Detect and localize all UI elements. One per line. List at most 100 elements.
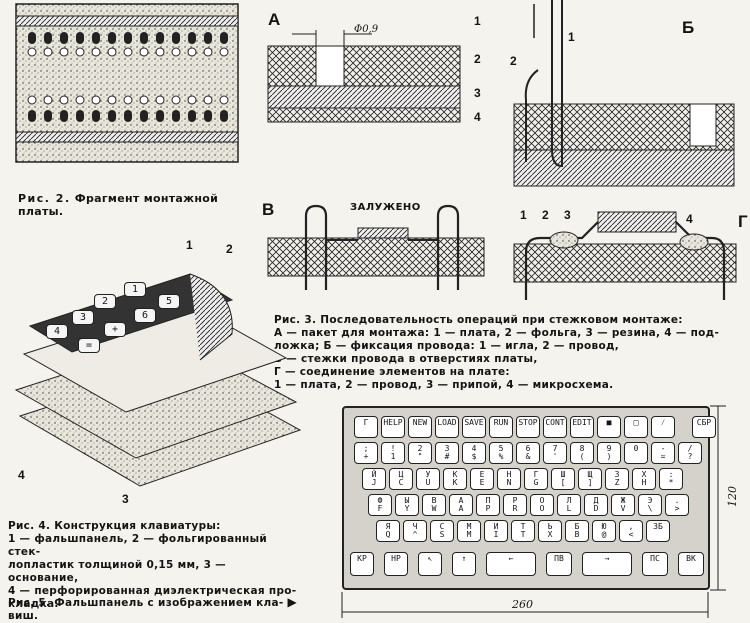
- fig5-key-top: CONT: [545, 418, 565, 427]
- fig5-key[interactable]: Ч^: [403, 520, 427, 542]
- fig5-key-top: Ж: [620, 496, 626, 505]
- fig5-key-bottom: +: [363, 452, 369, 461]
- fig5-key[interactable]: Щ]: [578, 468, 602, 490]
- fig5-key-top: /: [687, 444, 693, 453]
- fig5-key[interactable]: ВК: [678, 552, 704, 576]
- fig5-key[interactable]: ←: [486, 552, 536, 576]
- fig4-key: 4: [46, 324, 68, 339]
- fig5-key[interactable]: □: [624, 416, 648, 438]
- fig5-key[interactable]: 0: [624, 442, 648, 464]
- board-hole: [60, 110, 68, 122]
- fig3-caption-line: В — стежки провода в отверстиях платы,: [274, 353, 538, 365]
- fig5-key[interactable]: 6&: [516, 442, 540, 464]
- fig5-key-top: С: [439, 522, 445, 531]
- fig5-key-top: 8: [579, 444, 585, 453]
- fig5-key[interactable]: /?: [678, 442, 702, 464]
- fig5-key-bottom: T: [520, 530, 526, 539]
- fig3-drawing: [267, 0, 737, 300]
- fig3-caption-line: Рис. 3. Последовательность операций при …: [274, 314, 683, 326]
- fig5-key[interactable]: ПС: [642, 552, 668, 576]
- fig5-key[interactable]: ПВ: [546, 552, 572, 576]
- fig5-key-top: Н: [506, 470, 512, 479]
- fig5-key[interactable]: ⁄: [651, 416, 675, 438]
- fig4-key: 5: [158, 294, 180, 309]
- fig5-key[interactable]: SAVE: [462, 416, 486, 438]
- fig5-key[interactable]: СБР: [692, 416, 716, 438]
- board-hole: [140, 32, 148, 44]
- fig5-key[interactable]: !1: [381, 442, 405, 464]
- fig5-key-bottom: L: [566, 504, 572, 513]
- fig5-key[interactable]: ;+: [354, 442, 378, 464]
- fig5-key[interactable]: ↑: [452, 552, 476, 576]
- fig4-caption-line: кладка.: [8, 598, 59, 610]
- fig5-key-top: ⁄: [660, 418, 666, 427]
- fig5-key[interactable]: ЗБ: [646, 520, 670, 542]
- fig5-key-top: Б: [574, 522, 580, 531]
- fig5-key[interactable]: EDIT: [570, 416, 594, 438]
- fig5-key[interactable]: 2": [408, 442, 432, 464]
- fig5-key[interactable]: Г: [354, 416, 378, 438]
- fig5-key[interactable]: 8(: [570, 442, 594, 464]
- fig5-key[interactable]: ■: [597, 416, 621, 438]
- fig5-key[interactable]: КР: [350, 552, 374, 576]
- fig5-key-bottom: F: [377, 504, 383, 513]
- fig5-key[interactable]: 9): [597, 442, 621, 464]
- fig5-key[interactable]: Э\: [638, 494, 662, 516]
- fig5-key-top: А: [458, 496, 464, 505]
- fig5-key[interactable]: 4$: [462, 442, 486, 464]
- fig5-key[interactable]: CONT: [543, 416, 567, 438]
- fig5-key[interactable]: LOAD: [435, 416, 459, 438]
- fig5-key[interactable]: НР: [384, 552, 408, 576]
- fig4-key: =: [78, 338, 100, 353]
- fig5-key[interactable]: 3#: [435, 442, 459, 464]
- fig5-key[interactable]: HELP: [381, 416, 405, 438]
- fig5-key[interactable]: Ш[: [551, 468, 575, 490]
- fig5-key[interactable]: -=: [651, 442, 675, 464]
- fig5-key[interactable]: 7': [543, 442, 567, 464]
- fig5-key-bottom: *: [668, 478, 674, 487]
- fig5-key[interactable]: .>: [665, 494, 689, 516]
- fig5-key[interactable]: →: [582, 552, 632, 576]
- fig5-key-bottom: =: [660, 452, 666, 461]
- fig3-caption-line: ложка; Б — фиксация провода: 1 — игла, 2…: [274, 340, 620, 352]
- fig3: А Б В Г Φ0,9 ЗАЛУЖЕНО 1 2 3 4 1 2 1 2 3 …: [262, 0, 750, 310]
- fig5-key[interactable]: RUN: [489, 416, 513, 438]
- fig5-key-top: RUN: [493, 418, 509, 427]
- fig5-key[interactable]: Ю@: [592, 520, 616, 542]
- fig5-key[interactable]: ↖: [418, 552, 442, 576]
- fig5-key[interactable]: ,<: [619, 520, 643, 542]
- fig4-key: 3: [72, 310, 94, 325]
- fig5-key-bottom: 1: [390, 452, 396, 461]
- fig5-key[interactable]: STOP: [516, 416, 540, 438]
- fig5-key[interactable]: NEW: [408, 416, 432, 438]
- fig5-key-bottom: S: [439, 530, 445, 539]
- fig5-key[interactable]: :*: [659, 468, 683, 490]
- fig5-key[interactable]: 5%: [489, 442, 513, 464]
